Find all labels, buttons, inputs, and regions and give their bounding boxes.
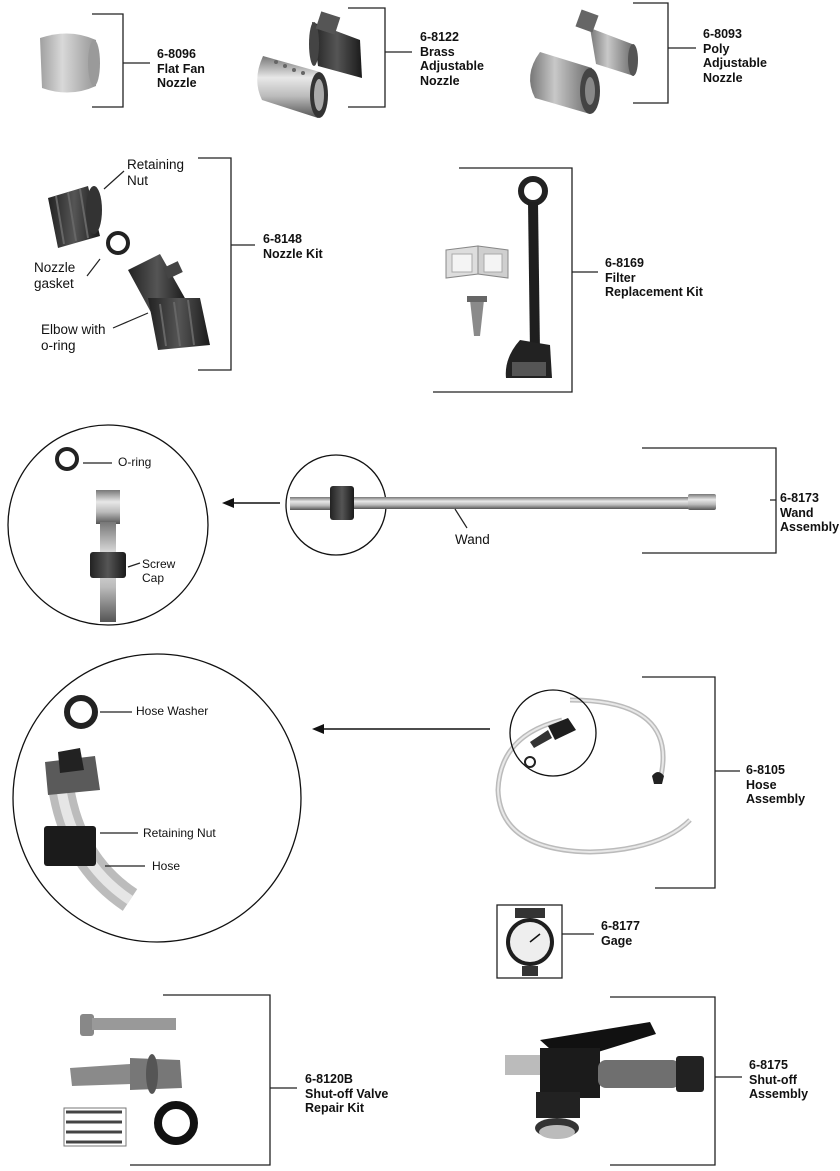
nozzle-kit-leaders	[86, 170, 149, 329]
callout-hose-washer: Hose Washer	[136, 704, 209, 718]
repair-kit-image	[63, 1014, 198, 1147]
wand-assembly-image	[222, 454, 716, 556]
shut-off-assembly-image	[505, 1022, 704, 1139]
callout-hose: Hose	[152, 859, 181, 873]
nozzle-kit-image	[48, 186, 210, 350]
poly-nozzle-image	[530, 9, 638, 114]
callout-oring: O-ring	[118, 455, 152, 469]
gage-frame	[496, 904, 563, 979]
callout-wand: Wand	[455, 532, 490, 547]
hose-assembly-image	[312, 689, 692, 855]
filter-kit-image	[445, 176, 552, 378]
hose-detail-circle	[12, 653, 302, 943]
callout-hose-retaining-nut: Retaining Nut	[143, 826, 216, 840]
part-brackets	[92, 2, 777, 1166]
wand-detail-circle	[7, 424, 209, 626]
gage-image	[506, 908, 554, 976]
brass-nozzle-image	[257, 11, 362, 118]
flat-fan-nozzle-image	[40, 33, 100, 93]
